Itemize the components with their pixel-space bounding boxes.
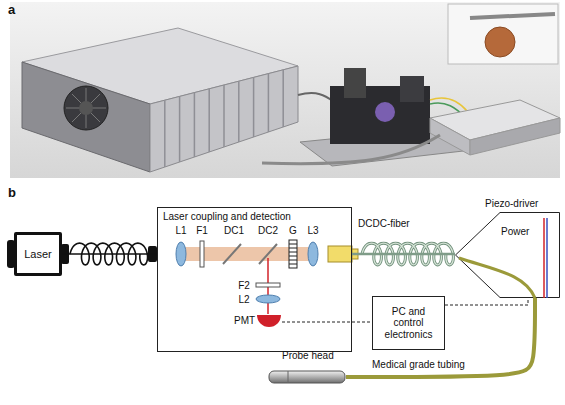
- photo-tubing: [262, 135, 440, 164]
- node-title: Piezo-driver: [485, 198, 538, 209]
- heat-sink-fins: [194, 93, 196, 157]
- grating: [289, 256, 297, 257]
- node-title: PMT: [234, 315, 255, 326]
- lens: [176, 242, 186, 266]
- lens: [256, 295, 280, 303]
- probe-cylinder: [268, 369, 346, 385]
- probe-joint: [288, 371, 289, 383]
- node-title: Probe head: [282, 350, 334, 361]
- part-name: G: [289, 225, 297, 236]
- edge-label: DCDC-fiber: [358, 218, 410, 229]
- part-name: F2: [238, 280, 250, 291]
- part-name: L3: [307, 225, 318, 236]
- node-title: Laser coupling and detection: [163, 211, 291, 222]
- laser-unit: [22, 28, 298, 172]
- lens: [176, 242, 186, 266]
- photo-inset: [470, 14, 555, 18]
- driver-box: Piezo-driverPower: [455, 198, 560, 298]
- optical-fiber: [352, 253, 455, 256]
- optical-bench: [344, 68, 366, 98]
- heat-sink-fins: [253, 77, 255, 137]
- heat-sink-fins: [179, 96, 181, 162]
- lens: [308, 242, 318, 266]
- grating: [289, 264, 297, 265]
- controller-box: PC and control electronics: [372, 296, 445, 350]
- node-title: PC and control electronics: [380, 306, 437, 341]
- dichroic-mirror: [223, 244, 241, 264]
- driver-outline: [455, 212, 560, 298]
- optical-fiber: [62, 253, 157, 255]
- photo-background: [10, 2, 560, 178]
- part-name: DC1: [224, 225, 244, 236]
- photo-tubing: [262, 135, 440, 164]
- heat-sink-fins: [223, 85, 225, 147]
- grating: [289, 248, 297, 249]
- grating: [289, 244, 297, 245]
- optical-bench: [400, 76, 424, 102]
- tubing-inside: [459, 258, 535, 298]
- cooling-fan: [64, 86, 108, 130]
- dichroic-mirror: [223, 244, 241, 264]
- power-wire: [543, 218, 545, 298]
- part-name: L1: [175, 225, 186, 236]
- heat-sink-fins: [208, 89, 210, 152]
- laser-unit: [22, 62, 150, 172]
- cooling-fan: [72, 94, 100, 122]
- photo-piezo-driver: [470, 118, 560, 155]
- optical-bench: [375, 102, 395, 122]
- photo-inset: [485, 27, 515, 57]
- detector-dome: [257, 315, 281, 327]
- edge-label: Medical grade tubing: [372, 359, 465, 370]
- panel-letter: b: [8, 185, 16, 200]
- filter: [256, 283, 280, 287]
- control-line: [445, 298, 528, 305]
- part-name: DC2: [258, 225, 278, 236]
- grating: [289, 240, 297, 268]
- source-box: Laser: [14, 232, 62, 276]
- filter: [200, 241, 204, 267]
- cooling-fan: [72, 94, 100, 122]
- photo-background: [10, 2, 560, 178]
- cooling-fan: [79, 101, 93, 115]
- part-name: F1: [196, 225, 208, 236]
- filter: [200, 241, 204, 267]
- node-subtitle: Power: [501, 226, 529, 237]
- detector-dome: [256, 312, 282, 332]
- photo-piezo-driver: [430, 100, 560, 155]
- filter: [256, 283, 280, 287]
- photo-inset: [448, 4, 558, 64]
- heat-sink-fins: [282, 70, 284, 127]
- power-wire: [546, 218, 548, 298]
- probe-cylinder: [269, 371, 345, 383]
- node-title: Laser: [24, 248, 52, 260]
- signal-line: [282, 322, 372, 323]
- part-name: L2: [238, 294, 249, 305]
- photo-inset: [448, 4, 558, 64]
- detector: PMT: [234, 310, 282, 334]
- grating: [289, 240, 297, 268]
- lens: [308, 242, 318, 266]
- panel-letter: a: [8, 2, 15, 17]
- grating: [289, 260, 297, 261]
- heat-sink-fins: [268, 74, 270, 132]
- probe: Probe head: [268, 350, 346, 386]
- fiber-connector: [328, 246, 352, 262]
- heat-sink-fins: [238, 81, 240, 142]
- cooling-fan: [64, 86, 108, 130]
- driver-outline: [456, 213, 560, 298]
- lens: [256, 295, 280, 303]
- heat-sink-fins: [164, 100, 166, 167]
- grating: [289, 252, 297, 253]
- heat-sink-fins: [165, 70, 283, 167]
- laser-unit: [150, 66, 298, 172]
